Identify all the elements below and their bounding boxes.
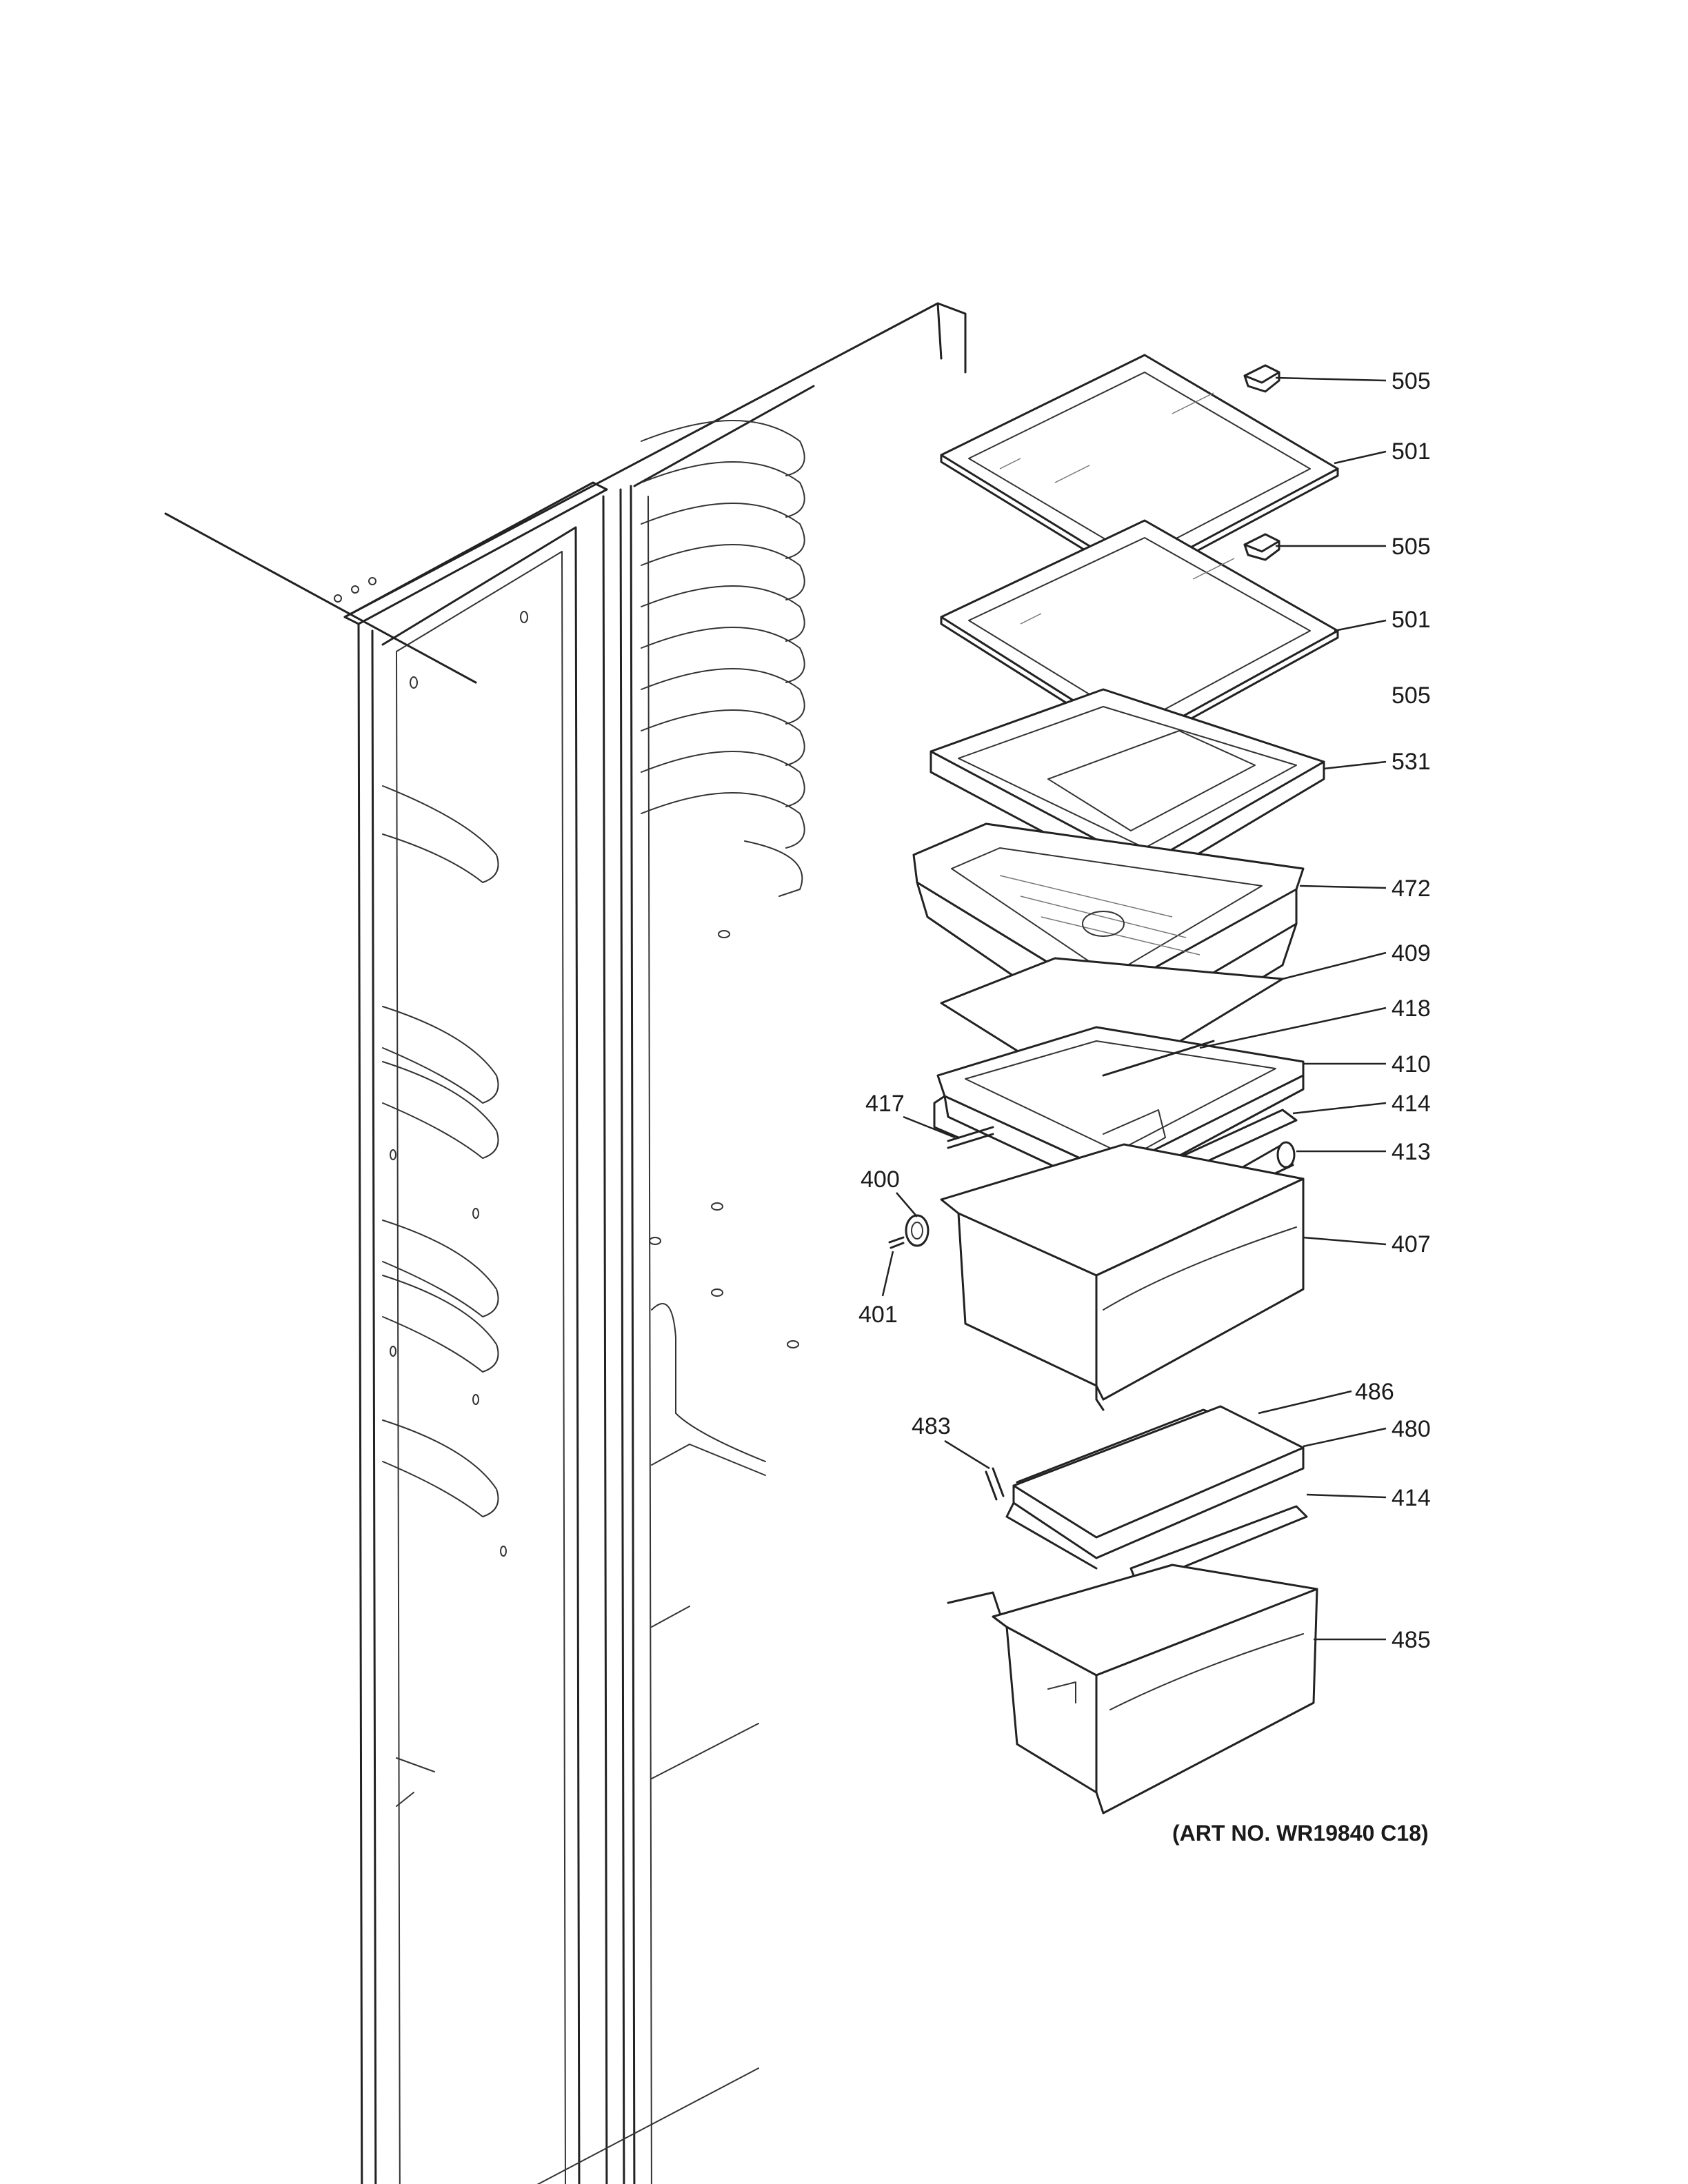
roller-400: [905, 1214, 930, 1247]
callout-531: 531: [1391, 749, 1431, 775]
callout-409: 409: [1391, 940, 1431, 967]
callout-414: 414: [1391, 1091, 1431, 1117]
callout-505: 505: [1391, 682, 1431, 709]
callout-505: 505: [1391, 368, 1431, 394]
callout-417: 417: [865, 1091, 905, 1117]
callout-483: 483: [912, 1413, 951, 1439]
crisper-drawer-407: [940, 1143, 1305, 1411]
shelf-ribs: [641, 420, 805, 897]
pan-drawer-485: [947, 1564, 1318, 1814]
glass-shelf-501-upper: [940, 354, 1339, 584]
callout-413: 413: [1391, 1139, 1431, 1165]
shelf-clip-505-middle: [1243, 533, 1280, 561]
rod-483: [985, 1467, 1005, 1501]
callout-501: 501: [1391, 438, 1431, 465]
callout-labels: 505 501 505 501 505 531 472 409 418 410 …: [858, 368, 1431, 1653]
callout-418: 418: [1391, 995, 1431, 1022]
callout-410: 410: [1391, 1051, 1431, 1078]
cover-480: [1005, 1405, 1305, 1570]
callout-486: 486: [1355, 1379, 1394, 1405]
slide-418: [1102, 1040, 1215, 1077]
callout-472: 472: [1391, 876, 1431, 902]
callout-407: 407: [1391, 1231, 1431, 1257]
door-bin-supports: [382, 785, 499, 1517]
art-number: (ART NO. WR19840 C18): [1172, 1821, 1429, 1846]
shelf-clip-505-upper: [1243, 364, 1280, 393]
callout-480: 480: [1391, 1416, 1431, 1442]
callout-505: 505: [1391, 534, 1431, 560]
refrigerator-cabinet: [164, 302, 967, 2184]
crisper-frame-410: [933, 1026, 1305, 1194]
leader-lines: [881, 376, 1387, 1641]
callout-485: 485: [1391, 1627, 1431, 1653]
callout-414: 414: [1391, 1485, 1431, 1511]
callout-400: 400: [861, 1166, 900, 1193]
rod-417: [947, 1126, 994, 1149]
mounting-holes: [334, 577, 799, 1557]
callout-401: 401: [858, 1302, 898, 1328]
screw-401: [888, 1236, 905, 1249]
callout-501: 501: [1391, 607, 1431, 633]
